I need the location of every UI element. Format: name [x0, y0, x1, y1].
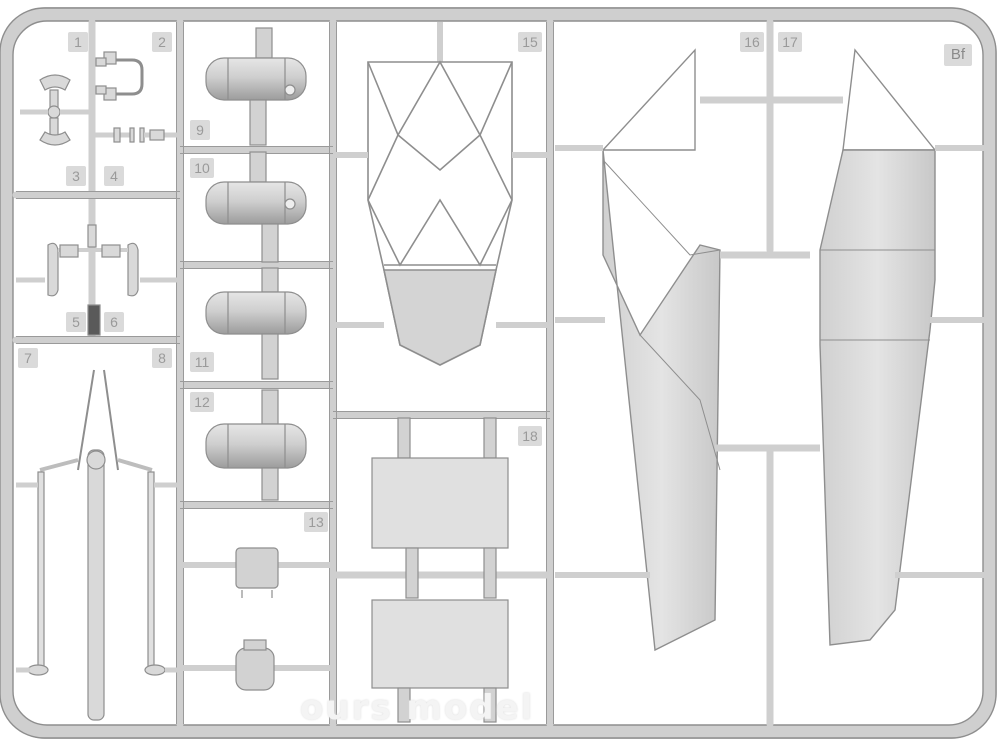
part-number-5: 5	[66, 312, 86, 332]
panels-18	[336, 417, 550, 723]
part-number-3: 3	[66, 166, 86, 186]
part-number-18: 18	[518, 426, 542, 446]
part-number-8: 8	[152, 348, 172, 368]
part-number-12: 12	[190, 392, 214, 412]
part-number-17: 17	[778, 32, 802, 52]
parts-13	[180, 547, 333, 691]
inner-runner-outlines	[16, 22, 554, 724]
wing-17	[770, 48, 990, 646]
part-number-15: 15	[518, 32, 542, 52]
small-parts-1-4	[20, 51, 178, 146]
frame-15	[333, 22, 550, 366]
part-number-4: 4	[104, 166, 124, 186]
part-number-7: 7	[18, 348, 38, 368]
fuel-tank-10	[205, 151, 307, 263]
fuel-tank-9	[205, 27, 307, 146]
watermark-text: ours model	[300, 688, 535, 728]
part-number-1: 1	[68, 32, 88, 52]
inner-runners	[12, 18, 774, 728]
parts-7-8	[16, 369, 178, 721]
part-number-16: 16	[740, 32, 764, 52]
outer-runner	[0, 7, 997, 739]
part-number-6: 6	[104, 312, 124, 332]
parts-5-6	[16, 224, 180, 336]
fuel-tank-11	[205, 267, 307, 380]
wing-16	[555, 48, 820, 652]
part-number-13: 13	[304, 512, 328, 532]
part-number-10: 10	[190, 158, 214, 178]
part-number-9: 9	[190, 120, 210, 140]
part-number-2: 2	[152, 32, 172, 52]
fuel-tank-12	[205, 389, 307, 501]
part-number-11: 11	[190, 352, 214, 372]
sprue-code: Bf	[944, 44, 972, 66]
